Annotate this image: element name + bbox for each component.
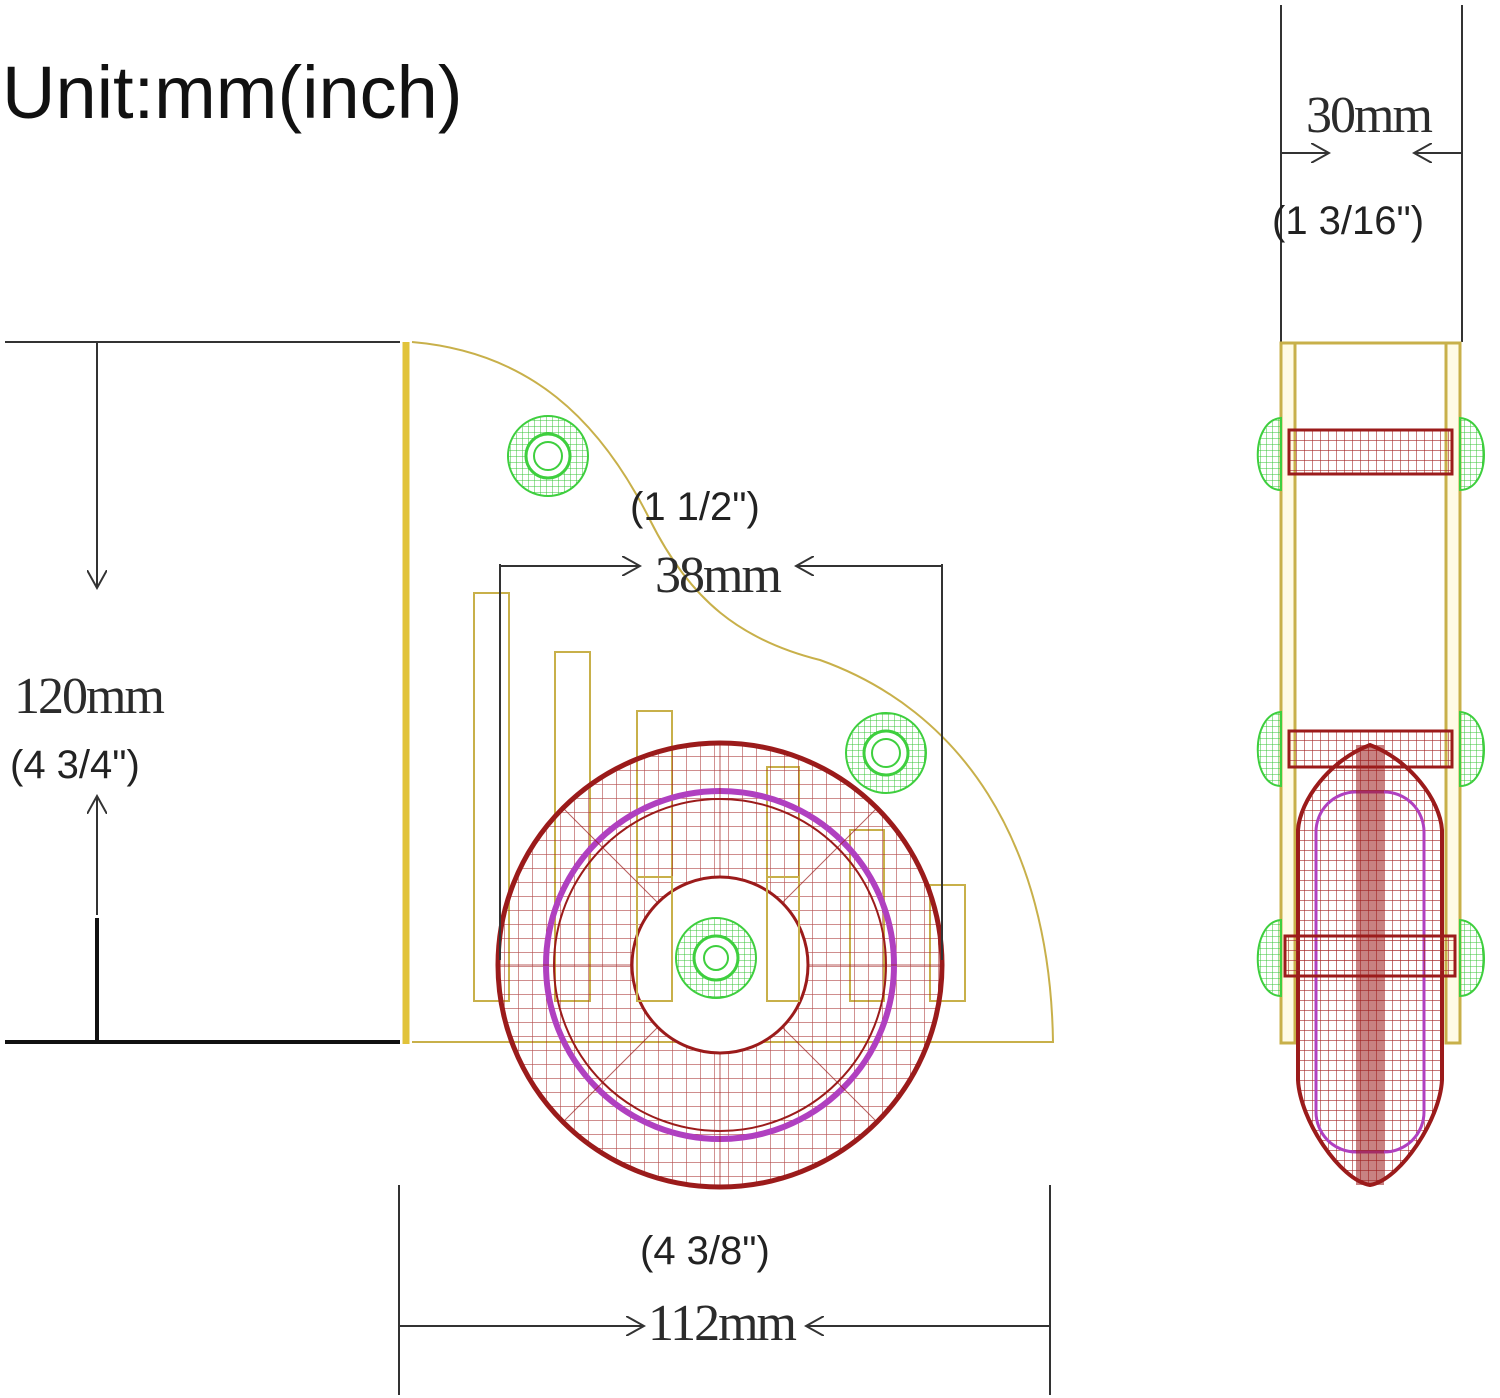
height-dimension: 120mm (4 3/4") [5,341,400,1044]
width-mm-label: 112mm [648,1295,797,1352]
unit-title: Unit:mm(inch) [2,51,462,134]
height-mm-label: 120mm [14,668,164,725]
hole-spacing-inch-label: (1 1/2") [630,485,760,529]
thickness-inch-label: (1 3/16") [1272,199,1424,243]
thickness-mm-label: 30mm [1306,87,1432,144]
screw-right [845,712,927,794]
caster-side-view [1256,341,1485,1188]
width-inch-label: (4 3/8") [640,1229,770,1273]
thickness-dimension: 30mm (1 3/16") [1272,5,1463,342]
width-dimension: (4 3/8") 112mm [398,1185,1051,1395]
axle-screw [675,917,757,999]
hole-spacing-mm-label: 38mm [655,547,781,604]
height-inch-label: (4 3/4") [10,743,140,787]
screw-top [507,415,589,497]
hole-spacing-dimension: (1 1/2") 38mm [499,485,943,960]
